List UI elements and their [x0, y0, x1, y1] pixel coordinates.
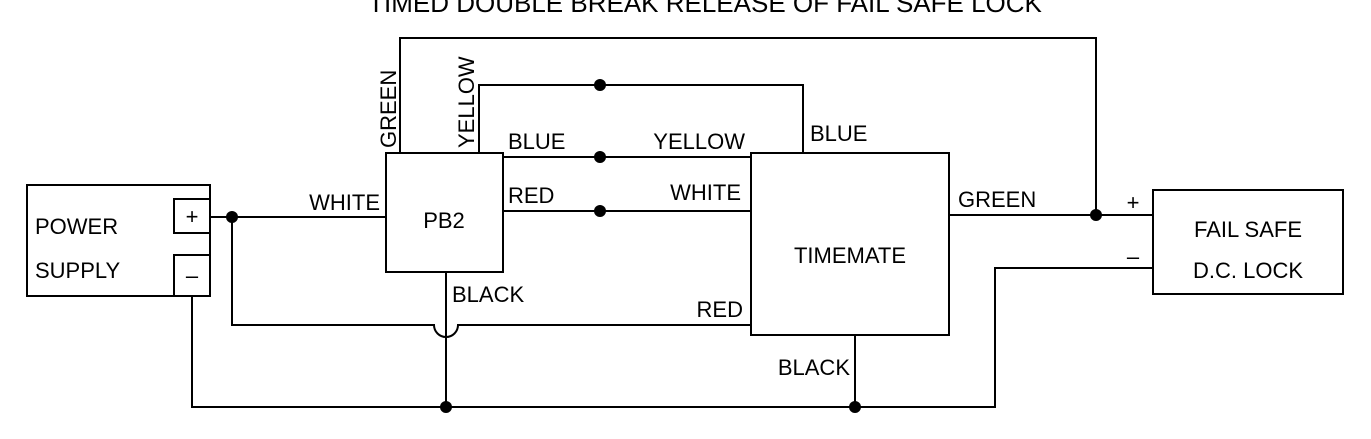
wire-red-timemate [231, 217, 751, 338]
timemate-box [750, 152, 950, 336]
label-black-pb2: BLACK [452, 282, 524, 307]
power-plus-symbol: + [186, 204, 199, 229]
lock-box [1152, 189, 1344, 295]
timemate-label: TIMEMATE [794, 243, 906, 268]
junction-dot [226, 211, 238, 223]
lock-label-line2: D.C. LOCK [1193, 258, 1303, 283]
wire-yellow-loop [478, 84, 804, 153]
power-minus-symbol: – [186, 263, 199, 288]
lock-label-line1: FAIL SAFE [1194, 217, 1302, 242]
power-minus-terminal [173, 254, 211, 297]
diagram-title: TIMED DOUBLE BREAK RELEASE OF FAIL SAFE … [368, 0, 1042, 18]
pb2-label: PB2 [423, 208, 465, 233]
label-red-timemate: RED [697, 297, 743, 322]
power-plus-terminal [173, 198, 211, 234]
label-blue-pb2: BLUE [508, 129, 565, 154]
power-supply-label-line2: SUPPLY [35, 258, 121, 283]
label-yellow-vertical: YELLOW [454, 56, 479, 148]
lock-plus-symbol: + [1127, 190, 1140, 215]
junctions [226, 79, 1102, 413]
junction-dot [594, 79, 606, 91]
junction-dot [594, 205, 606, 217]
label-blue-timemate: BLUE [810, 121, 867, 146]
pb2: PB2 [385, 152, 504, 273]
label-yellow-timemate: YELLOW [653, 129, 745, 154]
wire-bottom-rail [191, 267, 1153, 408]
wire-green-loop [399, 37, 1097, 215]
fail-safe-lock: FAIL SAFE D.C. LOCK + – [1127, 189, 1344, 295]
label-green-vertical: GREEN [376, 70, 401, 148]
wires [191, 37, 1153, 408]
junction-dot [440, 401, 452, 413]
power-supply-label-line1: POWER [35, 214, 118, 239]
timemate: TIMEMATE [750, 152, 950, 336]
label-green-timemate: GREEN [958, 187, 1036, 212]
label-white-pb2: WHITE [309, 190, 380, 215]
pb2-box [385, 152, 504, 273]
power-supply: POWER SUPPLY + – [26, 184, 211, 297]
label-red-pb2: RED [508, 183, 554, 208]
junction-dot [1090, 209, 1102, 221]
label-white-timemate: WHITE [670, 180, 741, 205]
label-black-timemate: BLACK [778, 355, 850, 380]
lock-minus-symbol: – [1127, 244, 1140, 269]
junction-dot [594, 151, 606, 163]
wire-labels: GREEN YELLOW WHITE BLUE RED BLACK YELLOW… [309, 56, 1036, 380]
junction-dot [849, 401, 861, 413]
